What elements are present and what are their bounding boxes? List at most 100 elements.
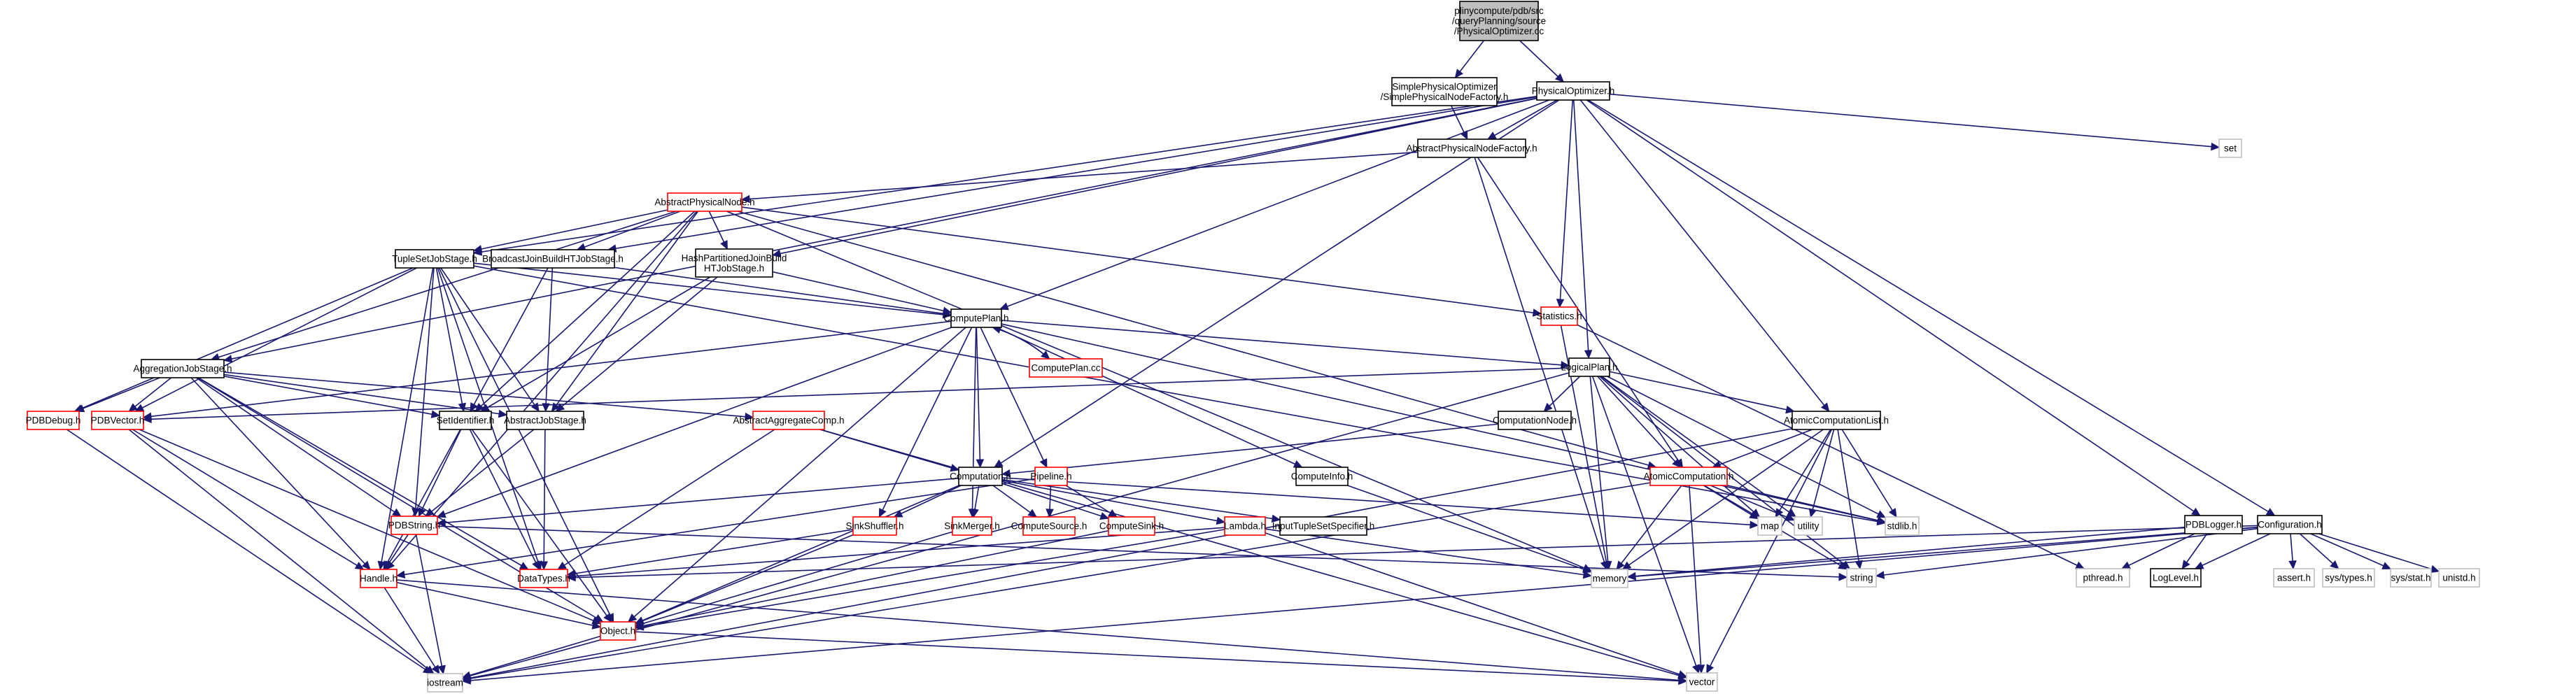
edge-computesink-to-object <box>635 530 1109 628</box>
node-bcastjob[interactable]: BroadcastJoinBuildHTJobStage.h <box>482 249 624 269</box>
node-computeinfo[interactable]: ComputeInfo.h <box>1291 467 1353 486</box>
node-absjob[interactable]: AbstractJobStage.h <box>504 411 586 430</box>
node-pdbvector[interactable]: PDBVector.h <box>91 411 145 430</box>
node-setid[interactable]: SetIdentifier.h <box>437 411 495 430</box>
edge-aggjob-to-absjob <box>223 374 507 416</box>
node-label: PDBString.h <box>388 520 440 531</box>
node-computesink[interactable]: ComputeSink.h <box>1099 516 1164 536</box>
arrowhead-icon <box>458 402 467 413</box>
node-label: PhysicalOptimizer.h <box>1532 86 1615 97</box>
node-string: string <box>1846 568 1877 588</box>
node-configuration[interactable]: Configuration.h <box>2257 515 2323 534</box>
arrowhead-icon <box>436 518 446 527</box>
node-map: map <box>1757 516 1782 536</box>
node-absagg[interactable]: AbstractAggregateComp.h <box>733 411 845 430</box>
edge-bcastjob-to-absjob <box>544 267 554 412</box>
edge-computeplancc-to-computeplan <box>992 327 1050 360</box>
node-pdbdebug[interactable]: PDBDebug.h <box>26 411 81 430</box>
node-lambda[interactable]: Lambda.h <box>1224 516 1266 536</box>
node-atomic[interactable]: AtomicComputation.h <box>1643 467 1734 486</box>
edge-hashjob-to-computeplan <box>772 271 952 313</box>
node-computation[interactable]: Computation.h <box>950 467 1011 486</box>
node-object[interactable]: Object.h <box>600 621 636 641</box>
node-box <box>2184 515 2243 534</box>
node-label: AbstractJobStage.h <box>504 416 586 426</box>
node-unistd: unistd.h <box>2438 568 2480 588</box>
arrowhead-icon <box>430 410 441 418</box>
node-label: DataTypes.h <box>517 574 570 584</box>
node-set: set <box>2218 139 2242 158</box>
edge-absagg-to-vector <box>820 429 1687 679</box>
node-absnode[interactable]: AbstractPhysicalNode.h <box>654 192 755 212</box>
edges-layer <box>66 40 2440 686</box>
edge-atomiclist-to-vector <box>1705 429 1833 674</box>
edge-logicalplan-to-atomiclist <box>1609 371 1794 412</box>
edge-aggjob-to-pdbdebug <box>76 377 160 412</box>
edge-computation-to-computesource <box>992 485 1037 518</box>
edge-physopt-to-bcastjob <box>607 96 1537 250</box>
edge-absnode-to-absjob <box>551 211 699 412</box>
node-logicalplan[interactable]: LogicalPlan.h <box>1561 357 1618 377</box>
node-label: stdlib.h <box>1887 521 1917 532</box>
arrowhead-icon <box>392 508 402 517</box>
arrowhead-icon <box>1271 514 1281 523</box>
node-box <box>2076 568 2130 588</box>
arrowhead-icon <box>425 665 435 674</box>
node-datatypes[interactable]: DataTypes.h <box>517 569 570 588</box>
node-iostream: iostream <box>427 673 463 693</box>
node-label: Configuration.h <box>2258 520 2322 530</box>
node-simplefactory[interactable]: SimplePhysicalOptimizer/SimplePhysicalNo… <box>1381 77 1509 106</box>
node-systypes: sys/types.h <box>2322 568 2375 588</box>
node-box <box>1295 467 1349 486</box>
node-label: AbstractPhysicalNodeFactory.h <box>1406 143 1537 154</box>
node-sinkshuffler[interactable]: SinkShuffler.h <box>845 516 904 536</box>
edge-object-to-vector <box>635 631 1687 682</box>
node-aggjob[interactable]: AggregationJobStage.h <box>133 359 232 378</box>
arrowhead-icon <box>1486 132 1497 140</box>
node-box <box>1029 358 1103 378</box>
node-tuplejob[interactable]: TupleSetJobStage.h <box>392 249 477 269</box>
node-inputtuple[interactable]: InputTupleSetSpecifier.h <box>1272 516 1375 536</box>
node-root[interactable]: plinycompute/pdb/src/queryPlanning/sourc… <box>1452 1 1546 41</box>
node-sinkmerger[interactable]: SinkMerger.h <box>944 516 1000 536</box>
edge-tuplejob-to-pdbvector <box>135 267 417 412</box>
edge-lambda-to-memory <box>1265 528 1592 577</box>
node-pipeline[interactable]: Pipeline.h <box>1030 467 1072 486</box>
edge-logicalplan-to-pdbvector <box>143 367 1570 420</box>
node-handle[interactable]: Handle.h <box>360 569 397 588</box>
node-label: sys/types.h <box>2325 573 2372 583</box>
node-atomiclist[interactable]: AtomicComputationList.h <box>1784 411 1889 430</box>
node-stats[interactable]: Statistics.h <box>1536 306 1582 326</box>
node-computeplancc[interactable]: ComputePlan.cc <box>1029 358 1103 378</box>
node-box <box>952 516 992 536</box>
node-computeplan[interactable]: ComputePlan.h <box>943 308 1009 328</box>
arrowhead-icon <box>999 302 1009 311</box>
edge-absnode-to-stats <box>741 206 1542 315</box>
node-compnode[interactable]: ComputationNode.h <box>1493 411 1577 430</box>
node-computesource[interactable]: ComputeSource.h <box>1011 516 1088 536</box>
edge-aggjob-to-handle <box>190 377 371 570</box>
edge-physopt-to-configuration <box>1588 99 2275 516</box>
arrowhead-icon <box>425 508 435 517</box>
node-box <box>2273 568 2315 588</box>
arrowhead-icon <box>1046 509 1054 518</box>
edge-aggjob-to-pdbstring <box>195 377 402 517</box>
node-box <box>1391 77 1498 106</box>
node-pdblogger[interactable]: PDBLogger.h <box>2184 515 2243 534</box>
edge-computeplan-to-computeplancc <box>992 327 1050 360</box>
edge-computeplan-to-pipeline <box>980 327 1048 468</box>
node-pdbstring[interactable]: PDBString.h <box>388 516 440 535</box>
node-loglevel[interactable]: LogLevel.h <box>2150 568 2202 588</box>
node-physopt[interactable]: PhysicalOptimizer.h <box>1532 81 1615 101</box>
node-box <box>506 411 584 430</box>
node-absfactory[interactable]: AbstractPhysicalNodeFactory.h <box>1406 139 1537 158</box>
arrowhead-icon <box>591 621 602 630</box>
arrowhead-icon <box>519 562 529 570</box>
edge-atomiclist-to-map <box>1775 429 1831 518</box>
node-box <box>852 516 897 536</box>
arrowhead-icon <box>128 403 138 412</box>
edge-aggjob-to-setid <box>223 376 440 417</box>
node-label: Object.h <box>600 626 635 637</box>
